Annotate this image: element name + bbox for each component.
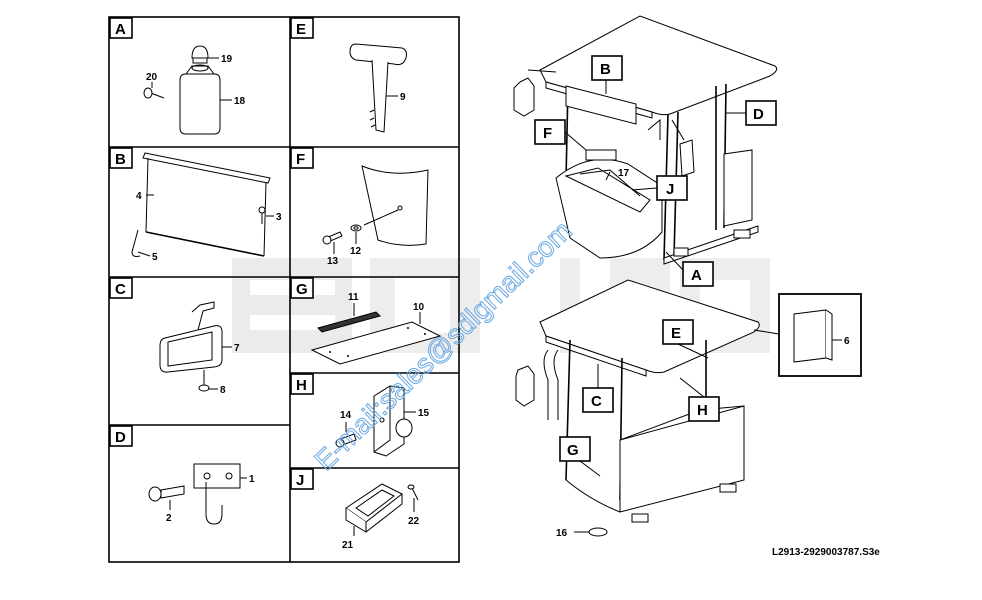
panel-H: H 14 15 [290,373,430,457]
callout-E-bottom: E [671,325,681,342]
panel-letter-D: D [115,429,126,446]
panel-letter-F: F [296,151,305,168]
part-10-label: 10 [413,302,425,313]
panel-G: G 11 10 [290,277,442,365]
panel-letter-E: E [296,21,306,38]
panel-J: J 22 21 [290,468,420,551]
panel-letter-H: H [296,377,307,394]
part-1-label: 1 [249,474,255,485]
part-9-label: 9 [400,92,406,103]
panel-letter-G: G [296,281,308,298]
panel-letter-C: C [115,281,126,298]
part-8-label: 8 [220,385,226,396]
callout-A-top: A [691,267,702,284]
detail-box-part-6: 6 [753,293,862,377]
panel-A: A 19 20 18 [109,17,246,135]
panel-letter-A: A [115,21,126,38]
background-watermark: SDLG [232,258,770,353]
part-20-label: 20 [146,72,158,83]
part-4-label: 4 [136,191,142,202]
callout-D-top: D [753,106,764,123]
top-cab-illustration [513,15,778,265]
part-18-label: 18 [234,96,246,107]
part-12-label: 12 [350,246,362,257]
callout-J-top: J [666,181,674,198]
part-14-label: 14 [340,410,352,421]
bottom-cab-illustration [515,279,760,537]
panel-F: F 13 12 [290,147,429,267]
reference-code: L2913-2929003787.S3e [772,547,880,558]
part-6-label: 6 [844,336,850,347]
panel-grid [108,16,460,563]
bottom-cab-callouts: E C H G 16 [556,319,720,539]
callout-F-top: F [543,125,552,142]
part-22-label: 22 [408,516,420,527]
callout-C-bottom: C [591,393,602,410]
part-3-label: 3 [276,212,282,223]
part-19-label: 19 [221,54,233,65]
panel-C: C 7 8 [109,277,240,396]
panel-D: D 1 2 [109,425,255,525]
part-13-label: 13 [327,256,339,267]
part-15-label: 15 [418,408,430,419]
callout-H-bottom: H [697,402,708,419]
part-5-label: 5 [152,252,158,263]
part-11-label: 11 [348,292,359,303]
top-cab-callouts: B D F J A 17 [534,55,777,287]
part-7-label: 7 [234,343,240,354]
callout-B-top: B [600,61,611,78]
panel-E: E 9 [290,17,407,133]
panel-letter-B: B [115,151,126,168]
part-2-label: 2 [166,513,172,524]
panel-B: B 4 3 5 [109,147,282,263]
part-17-label: 17 [618,168,630,179]
panel-letter-J: J [296,472,304,489]
part-21-label: 21 [342,540,354,551]
callout-G-bottom: G [567,442,579,459]
part-16-label: 16 [556,528,568,539]
